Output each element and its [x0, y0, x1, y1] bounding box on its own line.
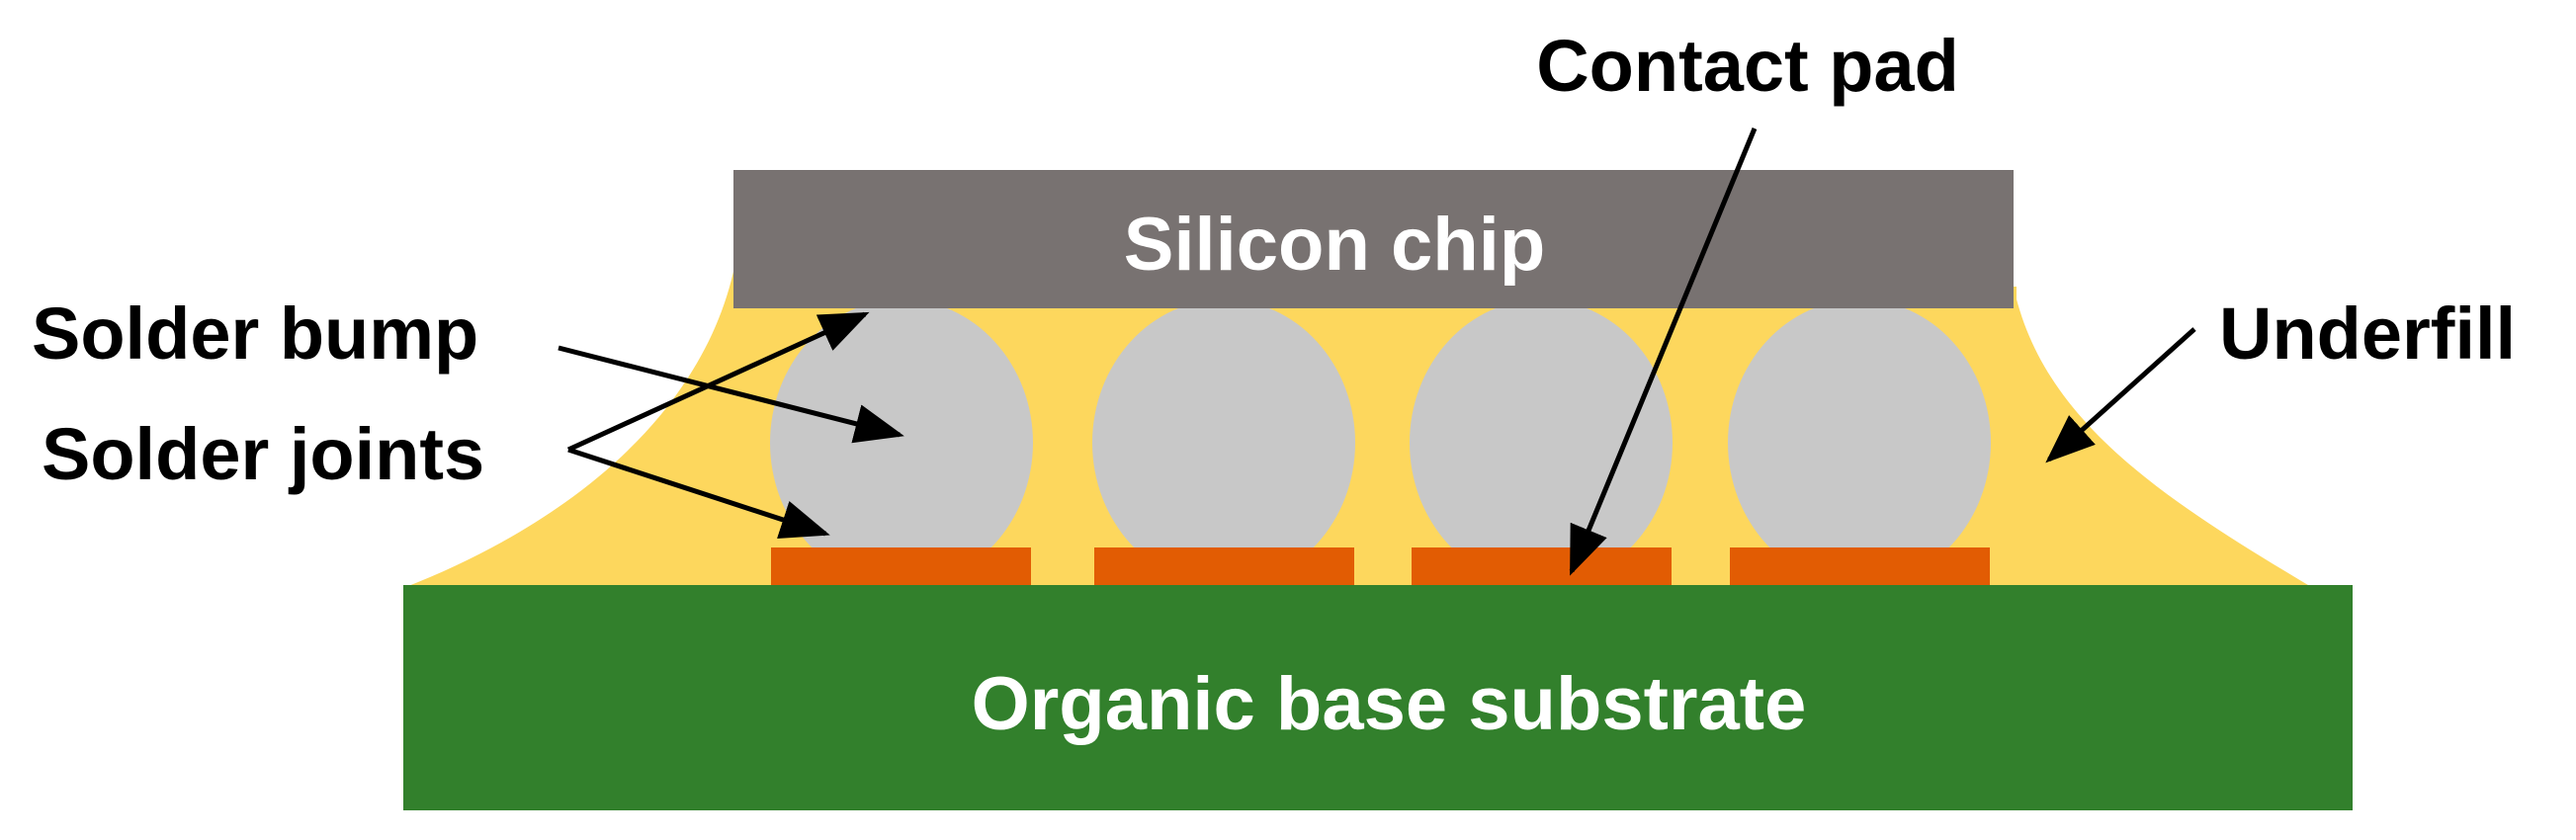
contact-pad: [1730, 547, 1990, 585]
organic-base-substrate: [403, 585, 2353, 810]
arrow-solder-bump: [558, 345, 904, 444]
substrate-label: Organic base substrate: [972, 662, 1807, 746]
contact-pad: [771, 547, 1031, 585]
contact-pad: [1094, 547, 1354, 585]
solder-bump: [1092, 299, 1355, 586]
contact-pad: [1412, 547, 1672, 585]
silicon-chip: [733, 170, 2014, 308]
contact-pad-label: Contact pad: [1536, 25, 1959, 107]
arrow-solder-joint-top: [566, 311, 870, 453]
solder-bump: [1410, 299, 1673, 586]
solder-bump-label: Solder bump: [32, 293, 478, 375]
solder-joints-label: Solder joints: [42, 413, 484, 495]
silicon-chip-label: Silicon chip: [1124, 203, 1546, 287]
solder-bump: [770, 299, 1033, 586]
arrow-underfill: [2045, 327, 2196, 463]
arrow-contact-pad: [1569, 127, 1758, 576]
underfill-label: Underfill: [2219, 293, 2516, 375]
solder-bump: [1728, 299, 1991, 586]
arrow-solder-joint-bottom: [567, 447, 830, 540]
